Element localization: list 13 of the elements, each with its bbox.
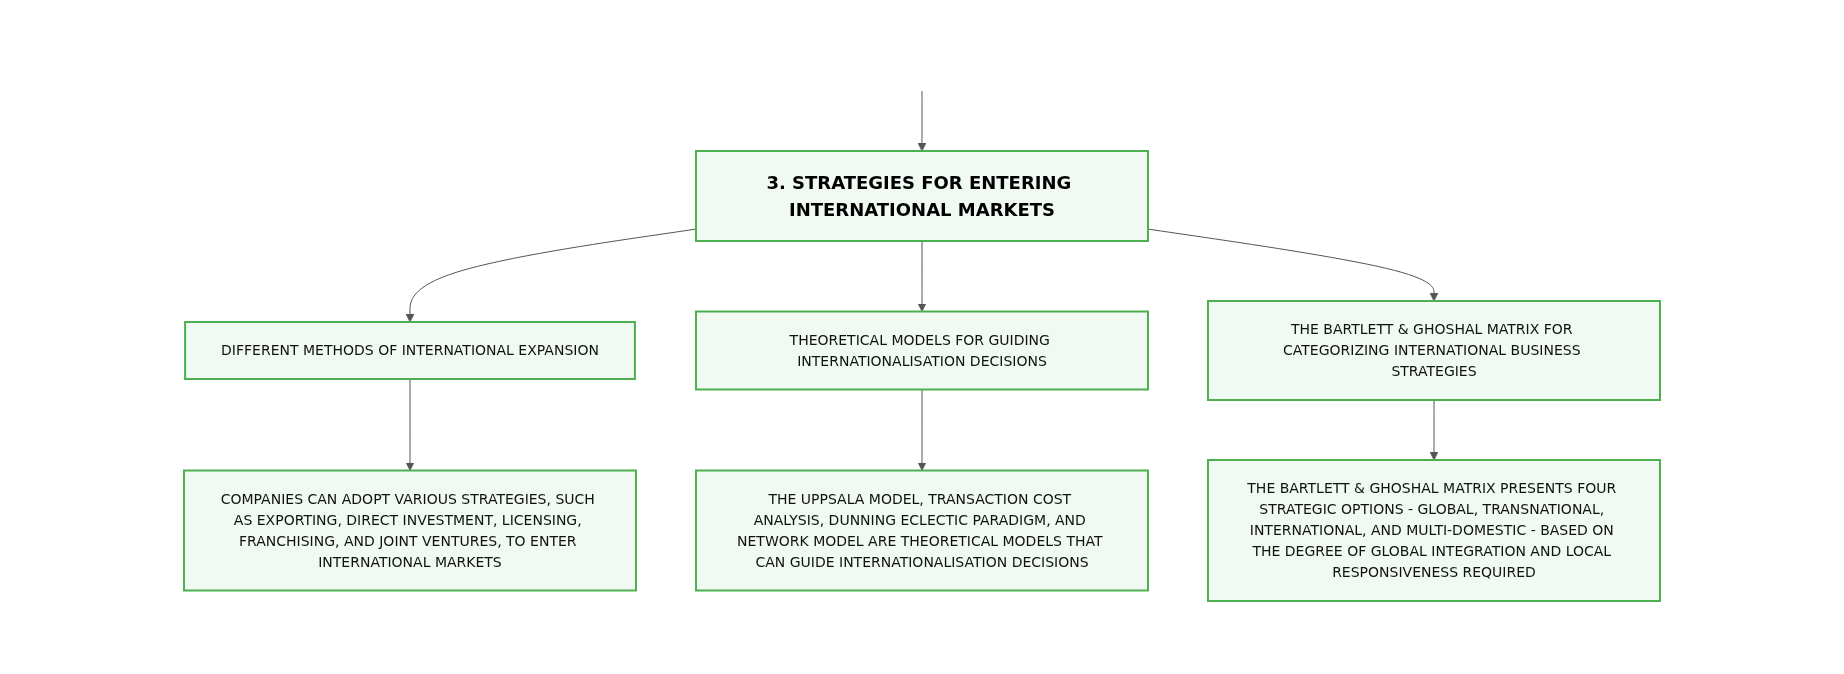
arrow [917, 389, 927, 471]
node-box: THE BARTLETT & GHOSHAL MATRIX FOR CATEGORIZING INTERNATIONAL BUSINESS STRATEGIES [1207, 300, 1661, 401]
node-box: COMPANIES CAN ADOPT VARIOUS STRATEGIES, SUCH AS EXPORTING, DIRECT INVESTMENT, LICENSING, FRANCHISING, AND JOINT VENTURES, TO ENTER INTERNATIONAL MARKETS [183, 469, 637, 592]
arrow [1429, 399, 1439, 461]
node-box: THE BARTLETT & GHOSHAL MATRIX PRESENTS FOUR STRATEGIC OPTIONS - GLOBAL, TRANSNATIONAL, INTERNATIONAL, AND MULTI-DOMESTIC - BASED ON THE DEGREE OF GLOBAL INTEGRATION AND LOCAL RESPONSIVENESS REQUIRED [1207, 459, 1661, 602]
arrow [405, 228, 697, 323]
node-box: 3. STRATEGIES FOR ENTERING INTERNATIONAL MARKETS [695, 150, 1149, 242]
node-box: DIFFERENT METHODS OF INTERNATIONAL EXPANSION [184, 321, 636, 380]
node-box: THEORETICAL MODELS FOR GUIDING INTERNATIONALISATION DECISIONS [695, 310, 1149, 391]
arrow [917, 90, 927, 152]
arrow [405, 378, 415, 471]
node-box: THE UPPSALA MODEL, TRANSACTION COST ANALYSIS, DUNNING ECLECTIC PARADIGM, AND NETWORK MODEL ARE THEORETICAL MODELS THAT CAN GUIDE INTERNATIONALISATION DECISIONS [695, 469, 1149, 592]
arrow [917, 240, 927, 312]
